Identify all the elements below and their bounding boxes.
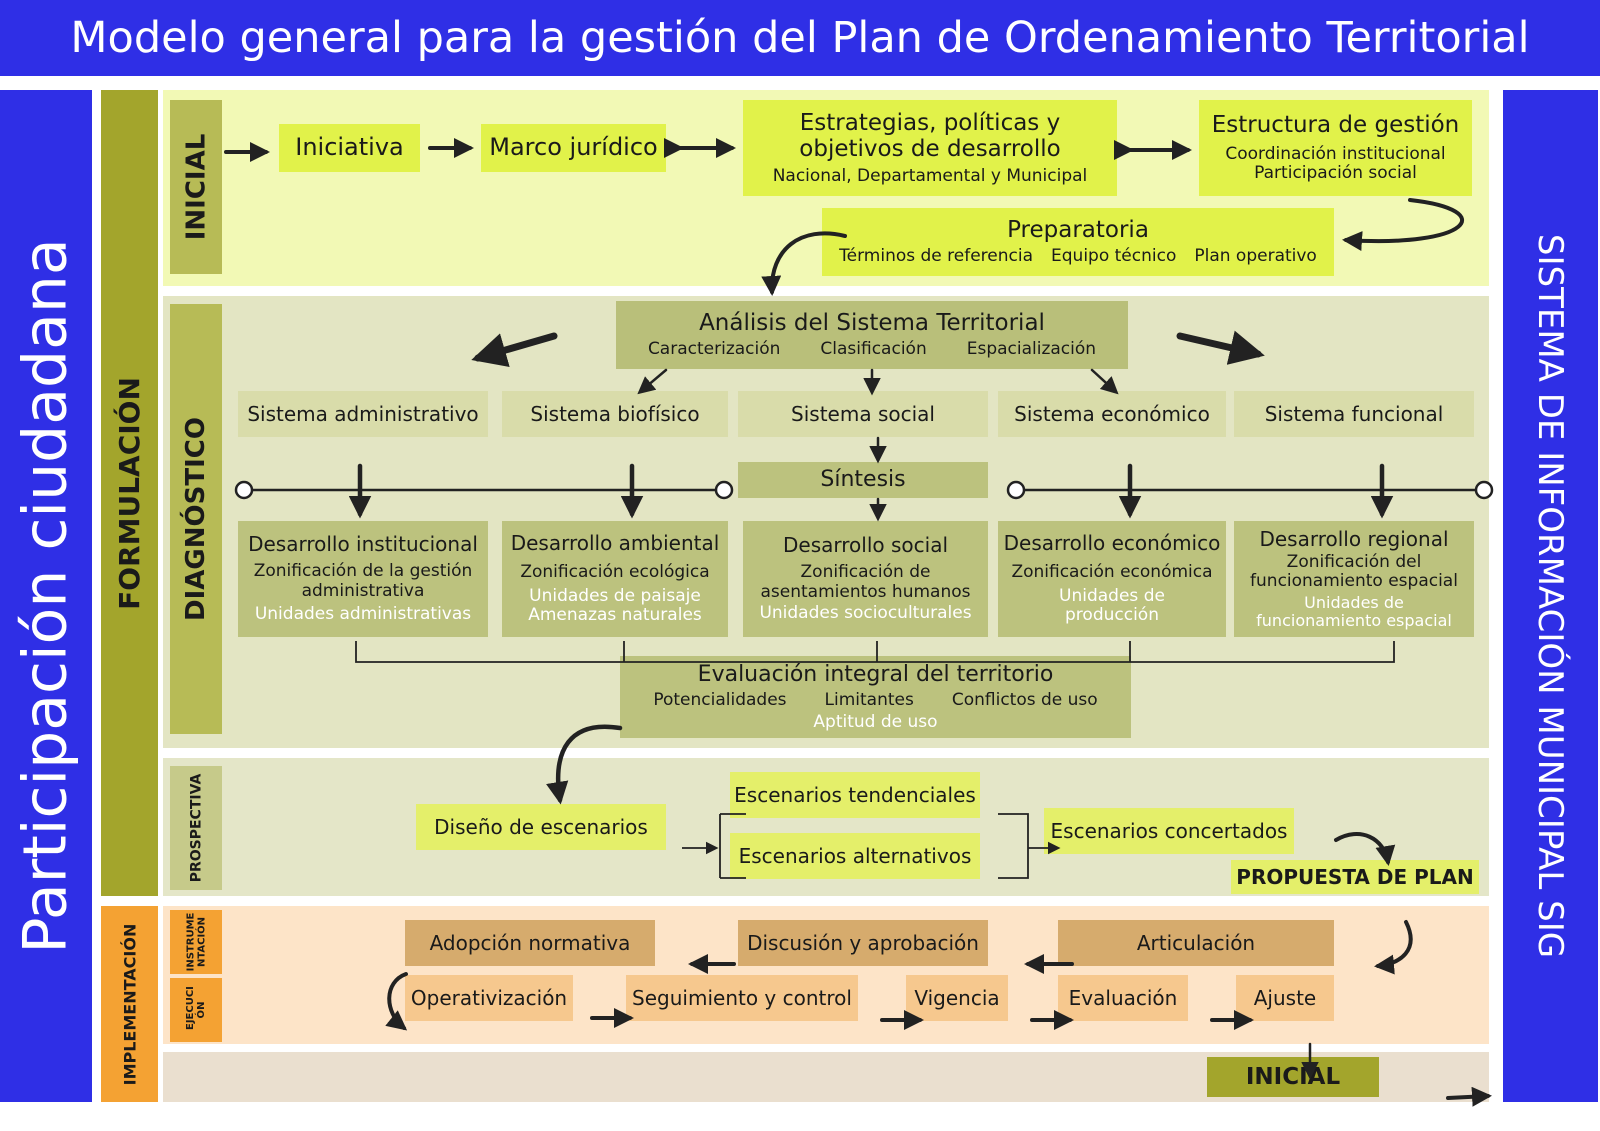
- sig-label: SISTEMA DE INFORMACIÓN MUNICIPAL SIG: [1530, 233, 1571, 959]
- sistema-funcional: Sistema funcional: [1234, 391, 1474, 437]
- phase-inicial: INICIAL: [170, 100, 222, 274]
- sistema-biofisico: Sistema biofísico: [502, 391, 728, 437]
- phase-prospectiva: PROSPECTIVA: [170, 766, 222, 890]
- evaluacion-limitantes: Limitantes: [824, 690, 914, 711]
- phase-ejecucion: EJECUCI ÓN: [170, 978, 222, 1042]
- sistema-administrativo: Sistema administrativo: [238, 391, 488, 437]
- sintesis-box: Síntesis: [738, 462, 988, 498]
- preparatoria-box: Preparatoria Términos de referencia Equi…: [822, 208, 1334, 276]
- articulacion-box: Articulación: [1058, 920, 1334, 966]
- participacion-label: Participación ciudadana: [11, 238, 82, 954]
- prep-equipo: Equipo técnico: [1051, 246, 1177, 267]
- evaluacion-conflictos: Conflictos de uso: [951, 690, 1098, 711]
- seguimiento-box: Seguimiento y control: [626, 975, 858, 1021]
- discusion-aprobacion-box: Discusión y aprobación: [738, 920, 988, 966]
- evaluacion-integral-box: Evaluación integral del territorio Poten…: [620, 656, 1131, 738]
- page-title: Modelo general para la gestión del Plan …: [0, 0, 1600, 76]
- vigencia-box: Vigencia: [906, 975, 1008, 1021]
- evaluacion-aptitud: Aptitud de uso: [813, 711, 938, 732]
- estrategias-box: Estrategias, políticas y objetivos de de…: [743, 100, 1117, 196]
- sistema-social: Sistema social: [738, 391, 988, 437]
- phase-formulacion: FORMULACIÓN: [101, 90, 158, 896]
- analisis-caracterizacion: Caracterización: [647, 339, 781, 360]
- ajuste-box: Ajuste: [1236, 975, 1334, 1021]
- sistema-economico: Sistema económico: [998, 391, 1226, 437]
- analisis-clasificacion: Clasificación: [820, 339, 927, 360]
- operativizacion-box: Operativización: [405, 975, 573, 1021]
- escenarios-concertados-box: Escenarios concertados: [1044, 808, 1294, 854]
- analisis-box: Análisis del Sistema Territorial Caracte…: [616, 301, 1128, 369]
- phase-implementacion: IMPLEMENTACIÓN: [101, 906, 158, 1102]
- desarrollo-ambiental: Desarrollo ambiental Zonificación ecológ…: [502, 521, 728, 637]
- escenarios-tendenciales-box: Escenarios tendenciales: [730, 772, 980, 818]
- evaluacion-box: Evaluación: [1058, 975, 1188, 1021]
- inicial-reinicio-box: INICIAL: [1207, 1057, 1379, 1097]
- marco-juridico-box: Marco jurídico: [481, 124, 666, 172]
- propuesta-plan-box: PROPUESTA DE PLAN: [1231, 860, 1479, 894]
- iniciativa-box: Iniciativa: [279, 124, 420, 172]
- sig-banner: SISTEMA DE INFORMACIÓN MUNICIPAL SIG: [1503, 90, 1598, 1102]
- desarrollo-economico: Desarrollo económico Zonificación económ…: [998, 521, 1226, 637]
- desarrollo-social: Desarrollo social Zonificación de asenta…: [743, 521, 988, 637]
- phase-diagnostico: DIAGNÓSTICO: [170, 304, 222, 734]
- participacion-banner: Participación ciudadana: [0, 90, 92, 1102]
- escenarios-alternativos-box: Escenarios alternativos: [730, 833, 980, 879]
- desarrollo-regional: Desarrollo regional Zonificación del fun…: [1234, 521, 1474, 637]
- estructura-box: Estructura de gestión Coordinación insti…: [1199, 100, 1472, 196]
- phase-instrumentacion: INSTRUME NTACIÓN: [170, 910, 222, 974]
- prep-terminos: Términos de referencia: [839, 246, 1034, 267]
- evaluacion-potencialidades: Potencialidades: [653, 690, 787, 711]
- analisis-espacializacion: Espacialización: [966, 339, 1097, 360]
- prep-plan: Plan operativo: [1194, 246, 1317, 267]
- desarrollo-institucional: Desarrollo institucional Zonificación de…: [238, 521, 488, 637]
- adopcion-normativa-box: Adopción normativa: [405, 920, 655, 966]
- diseno-escenarios-box: Diseño de escenarios: [416, 804, 666, 850]
